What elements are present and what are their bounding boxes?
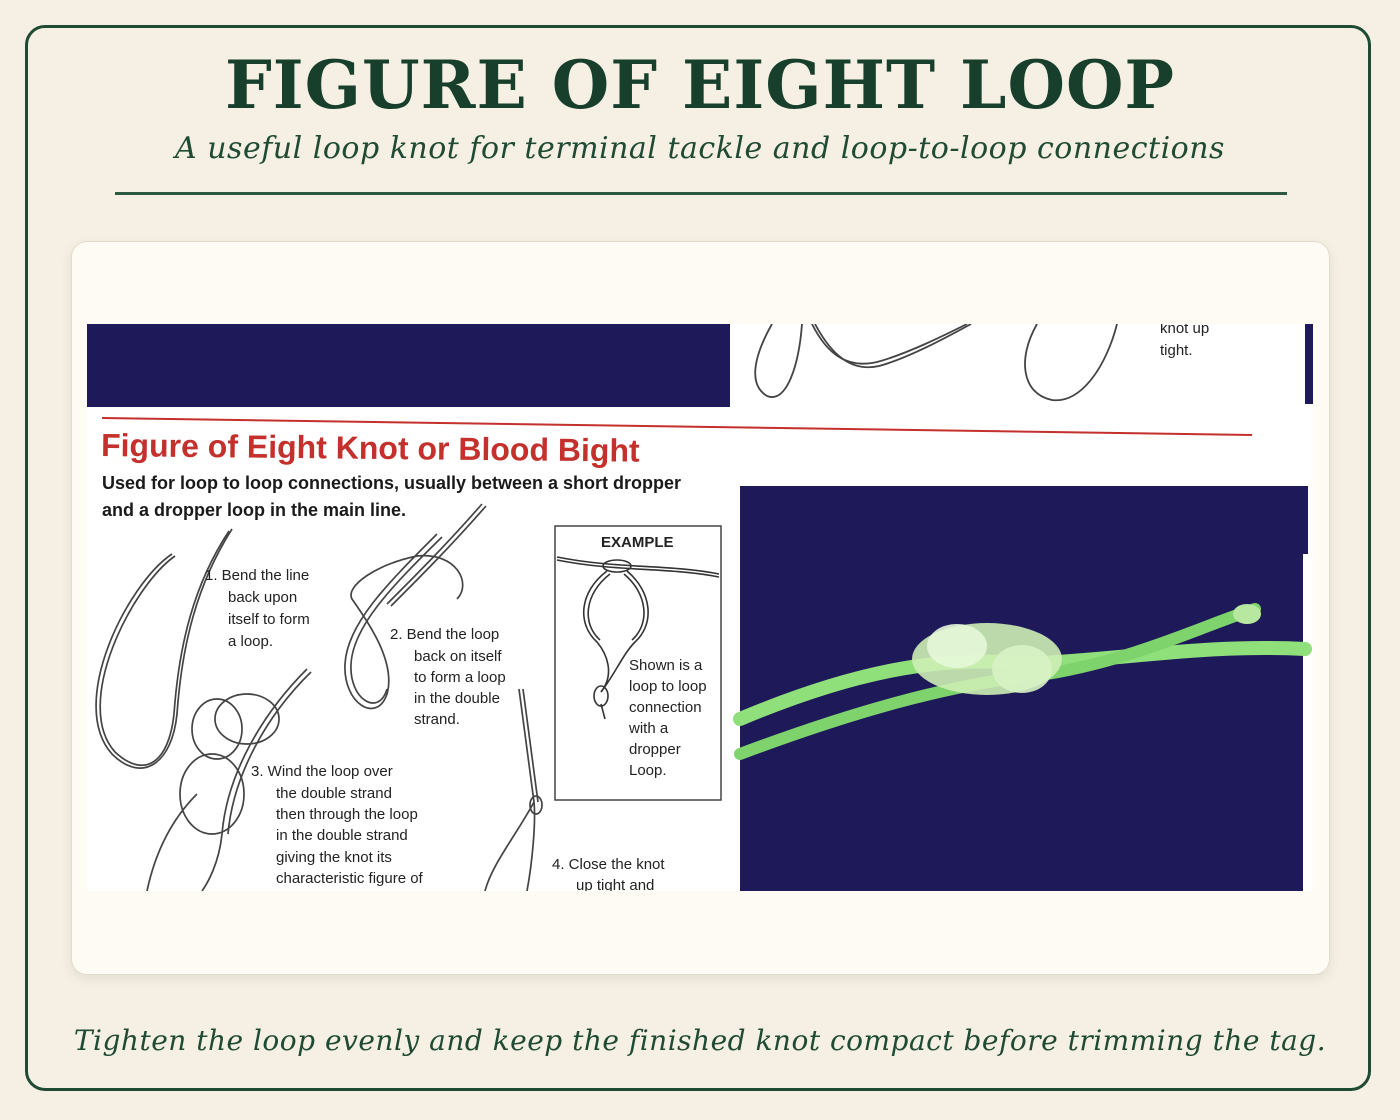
title-divider (115, 192, 1287, 195)
step2-line-5: strand. (414, 711, 460, 728)
step3-line-2: the double strand (276, 785, 392, 802)
right-edge-strip (1305, 324, 1313, 404)
example-caption-6: Loop. (629, 762, 667, 779)
step4-line-2: up tight and (576, 877, 654, 891)
step1-line-4: a loop. (228, 633, 273, 650)
step3-line-5: giving the knot its (276, 849, 392, 866)
step3-line-4: in the double strand (276, 827, 408, 844)
step1-line-2: back upon (228, 589, 297, 606)
step2-line-3: to form a loop (414, 669, 506, 686)
step4-line-1: 4. Close the knot (552, 856, 665, 873)
knot-figure: knot up tight. Figure of Eight Knot or B… (87, 324, 1313, 891)
step3-line-6: characteristic figure of (276, 870, 424, 887)
knot-photo-edge (1303, 554, 1313, 891)
step2-line-4: in the double (414, 690, 500, 707)
example-label: EXAMPLE (601, 534, 674, 551)
step2-line-1: 2. Bend the loop (390, 626, 499, 643)
step3-line-1: 3. Wind the loop over (251, 763, 393, 780)
example-caption-5: dropper (629, 741, 681, 758)
step1-line-1: 1. Bend the line (205, 567, 309, 584)
top-loop-drawings (754, 324, 1118, 401)
top-navy-band (87, 324, 730, 407)
step-drawings (95, 503, 543, 891)
knot-photo-line (733, 603, 1312, 760)
figure-heading: Figure of Eight Knot or Blood Bight (101, 427, 640, 469)
page-title: FIGURE OF EIGHT LOOP (224, 46, 1176, 124)
top-fragment-1: knot up (1160, 324, 1209, 337)
step1-line-3: itself to form (228, 611, 310, 628)
example-caption-1: Shown is a (629, 657, 703, 674)
example-caption-4: with a (628, 720, 669, 737)
example-caption-2: loop to loop (629, 678, 707, 695)
step2-line-2: back on itself (414, 648, 502, 665)
top-fragment-2: tight. (1160, 342, 1193, 359)
example-drawing (556, 556, 720, 720)
intro-line-2: and a dropper loop in the main line. (102, 500, 406, 520)
example-caption-3: connection (629, 699, 702, 716)
knot-illustration: knot up tight. Figure of Eight Knot or B… (87, 324, 1313, 891)
heading-rule (101, 417, 1253, 436)
example-box (554, 525, 722, 801)
page-frame (25, 25, 1371, 1091)
footer-note: Tighten the loop evenly and keep the fin… (73, 1024, 1327, 1057)
page-subtitle: A useful loop knot for terminal tackle a… (175, 131, 1225, 166)
intro-line-1: Used for loop to loop connections, usual… (102, 473, 681, 493)
step3-line-3: then through the loop (276, 806, 418, 823)
